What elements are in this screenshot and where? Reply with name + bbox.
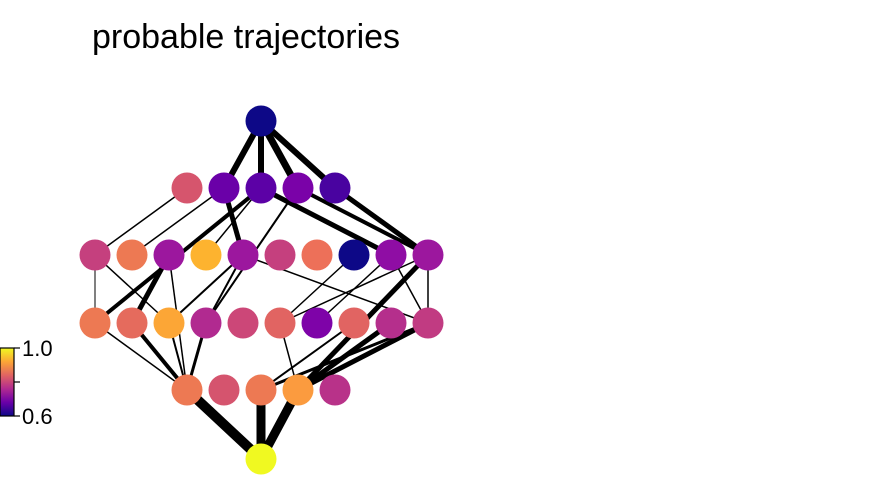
node-c8 [375,307,407,339]
node-c7 [338,307,370,339]
edge-t0-a4 [258,118,338,191]
node-b2 [153,239,185,271]
edge-b0-c2 [94,254,170,324]
colorbar-max-label: 1.0 [22,336,53,361]
colorbar [0,347,20,417]
edge-b4-c2 [168,254,244,324]
node-a2 [245,172,277,204]
edge-layer [93,118,430,463]
node-b4 [227,239,259,271]
node-c1 [116,307,148,339]
node-a4 [319,172,351,204]
node-c9 [412,307,444,339]
node-d2 [245,374,277,406]
node-a0 [171,172,203,204]
node-b3 [190,239,222,271]
edge-d0-e0 [183,386,265,463]
edge-c7-d2 [260,322,355,391]
node-a1 [208,172,240,204]
edge-a1-b1 [131,187,225,256]
edge-b9-c5 [279,254,429,324]
edge-a3-b9 [297,186,429,257]
node-d0 [171,374,203,406]
edge-a4-b9 [333,185,430,258]
node-e0 [245,443,277,475]
node-a3 [282,172,314,204]
node-layer [79,105,444,475]
node-t0 [245,105,277,137]
node-d4 [319,374,351,406]
edge-c0-d0 [94,322,188,391]
node-c5 [264,307,296,339]
node-d3 [282,374,314,406]
node-d1 [208,374,240,406]
node-c4 [227,307,259,339]
node-b8 [375,239,407,271]
node-b9 [412,239,444,271]
colorbar-min-label: 0.6 [22,404,53,429]
node-b1 [116,239,148,271]
node-c0 [79,307,111,339]
node-c6 [301,307,333,339]
edge-b7-c5 [279,254,355,324]
edge-c9-d3 [296,320,430,393]
node-c2 [153,307,185,339]
node-b5 [264,239,296,271]
node-b7 [338,239,370,271]
edge-a0-b0 [94,187,188,256]
graph-title: probable trajectories [92,18,401,56]
node-b6 [301,239,333,271]
edge-a2-b8 [259,185,393,258]
node-c3 [190,307,222,339]
node-b0 [79,239,111,271]
colorbar-gradient [0,347,15,417]
